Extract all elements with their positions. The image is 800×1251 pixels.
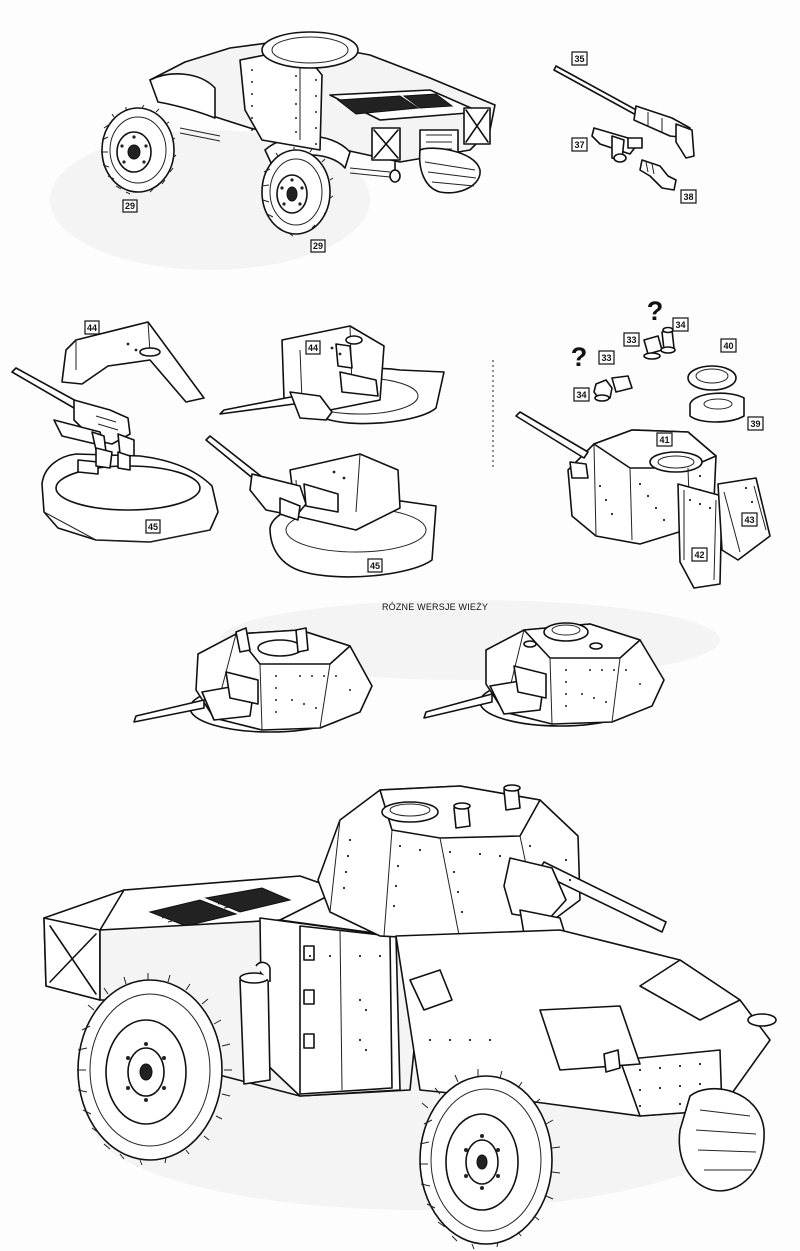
front-wheel-part [261, 147, 334, 237]
callout-rear-door-left: 42 [691, 547, 708, 562]
gun-barrel-part [553, 65, 695, 159]
vehicle-turret [317, 784, 667, 951]
vehicle-hull-side [99, 917, 421, 1097]
periscope-part-b [643, 335, 663, 360]
turret-versions-caption: RÓZNE WERSJE WIEŻY [382, 602, 488, 612]
svg-text:44: 44 [87, 323, 97, 333]
svg-text:40: 40 [723, 341, 733, 351]
turret-roof-part [61, 321, 205, 403]
callout-gun-barrel: 35 [571, 51, 588, 66]
unknown-part-mark-b: ? [647, 296, 664, 326]
callout-turret-ring-a: 45 [145, 519, 161, 534]
callout-hatch-cover: 40 [720, 338, 737, 353]
vehicle-turret-rivets [342, 838, 572, 914]
vehicle-rear-wheel [77, 973, 232, 1166]
turret-version-b-rivets [565, 669, 641, 707]
gun-breech-part [591, 127, 643, 163]
callout-turret-body: 41 [656, 432, 673, 447]
vehicle-far-front-wheel [678, 1087, 765, 1192]
hull-body [149, 31, 496, 178]
turret-detail-step: ? ? [515, 296, 771, 589]
svg-text:39: 39 [750, 419, 760, 429]
hull-rivets [251, 61, 317, 145]
hatch-ring-part [689, 392, 745, 423]
callout-wheel-rear: 29 [122, 199, 138, 213]
svg-text:38: 38 [683, 192, 693, 202]
callout-gun-mount: 38 [680, 189, 697, 204]
cupola-part-b [660, 326, 676, 354]
gun-mount-part [639, 159, 677, 191]
svg-text:33: 33 [626, 335, 636, 345]
turret-assembled-upper [219, 325, 445, 425]
svg-text:29: 29 [125, 201, 135, 211]
turret-version-a [133, 627, 373, 733]
svg-text:37: 37 [574, 140, 584, 150]
svg-text:41: 41 [659, 435, 669, 445]
front-right-wheel-part [418, 147, 481, 194]
callout-turret-roof-a: 44 [84, 320, 100, 335]
hull-assembly-step [101, 31, 496, 237]
cupola-part-a [611, 375, 633, 393]
callout-gun-breech: 37 [571, 137, 588, 152]
turret-ring-part [41, 447, 219, 543]
unknown-part-mark-a: ? [571, 342, 588, 372]
gun-parts-step [553, 65, 695, 191]
callout-wheel-front: 29 [310, 239, 326, 253]
svg-text:44: 44 [308, 343, 318, 353]
svg-text:43: 43 [744, 515, 754, 525]
turret-gun-part [11, 367, 135, 459]
rear-wheel-part [101, 104, 177, 195]
callout-rear-door-right: 43 [741, 512, 758, 527]
callout-periscope-a: 33 [598, 350, 615, 365]
svg-text:34: 34 [675, 320, 685, 330]
callout-cupola-a: 34 [573, 387, 590, 402]
svg-text:33: 33 [601, 353, 611, 363]
svg-text:45: 45 [148, 522, 158, 532]
callout-cupola-b: 34 [672, 317, 689, 332]
turret-assembled-lower [205, 435, 437, 578]
svg-text:42: 42 [694, 550, 704, 560]
svg-text:34: 34 [576, 390, 586, 400]
vehicle-front-rivets [308, 954, 702, 1108]
turret-version-a-rivets [275, 675, 351, 713]
vehicle-engine-deck [99, 875, 341, 931]
turret-exploded-step [11, 321, 219, 543]
svg-text:35: 35 [574, 54, 584, 64]
finished-armored-car [43, 784, 777, 1250]
callout-periscope-b: 33 [623, 332, 640, 347]
rear-door-left-part [677, 483, 723, 589]
svg-text:29: 29 [313, 241, 323, 251]
svg-text:45: 45 [370, 561, 380, 571]
turret-assembled-step [205, 325, 445, 578]
vehicle-front-wheel [419, 1069, 561, 1250]
hatch-cover-part [687, 365, 737, 391]
callout-turret-roof-b: 44 [305, 340, 321, 355]
engine-louvers [336, 93, 454, 115]
turret-version-b [423, 622, 665, 727]
callout-hatch-ring: 39 [747, 416, 764, 431]
callout-turret-ring-b: 45 [367, 558, 383, 573]
periscope-part-a [593, 379, 613, 402]
